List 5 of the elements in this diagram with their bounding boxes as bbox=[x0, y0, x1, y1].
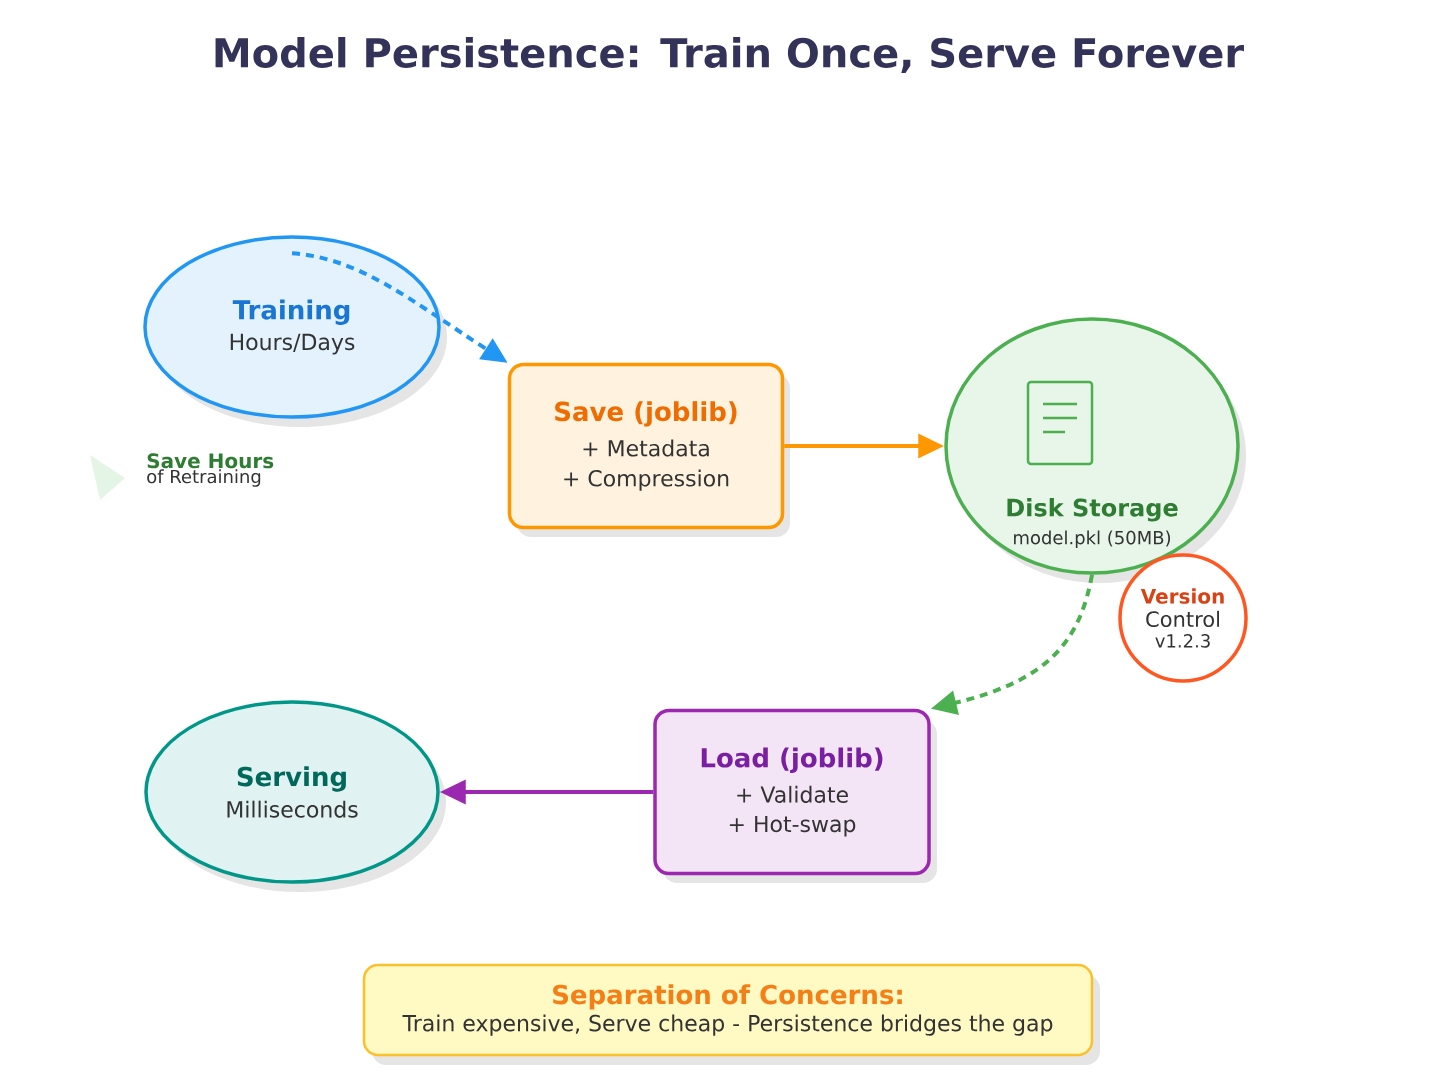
process-box: Save (joblib) + Metadata + Compression bbox=[507, 362, 790, 537]
note-box: Separation of Concerns: Train expensive, Serve cheap - Persistence bridges the gap bbox=[362, 963, 1100, 1065]
label: Save Hours of Retraining bbox=[147, 453, 274, 487]
title: Model Persistence: Train Once, Serve Forever bbox=[215, 37, 1244, 74]
process-box: Load (joblib) + Validate + Hot-swap bbox=[653, 708, 937, 883]
